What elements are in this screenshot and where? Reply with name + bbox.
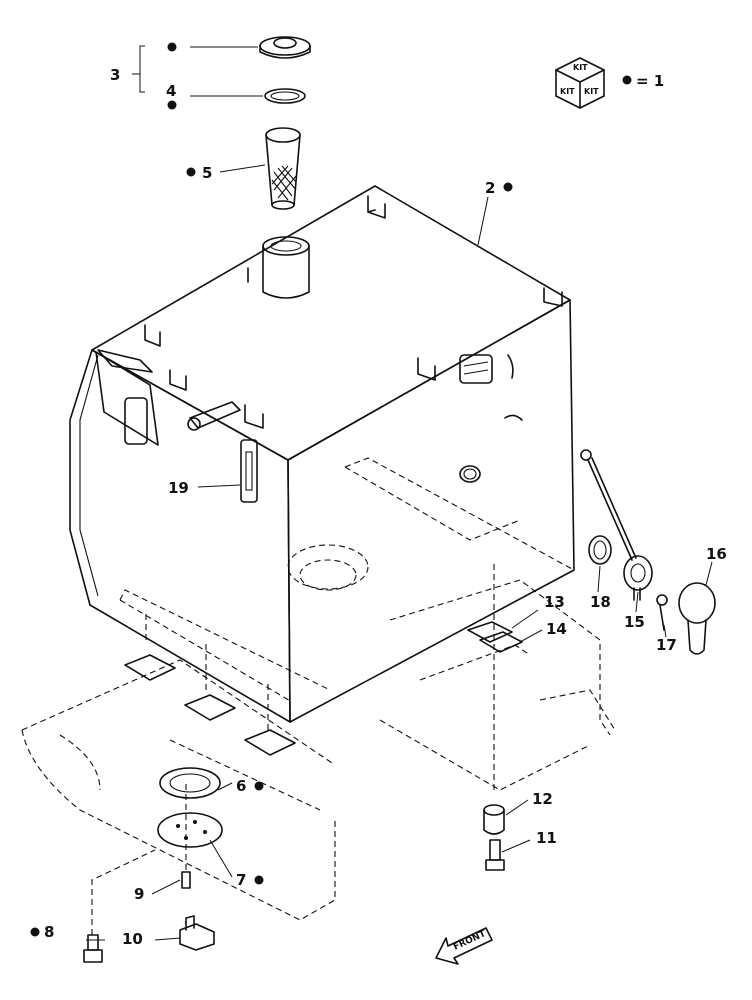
part-oring: [264, 88, 306, 104]
callout-12: 12: [532, 790, 553, 808]
base-frame: [21, 560, 616, 935]
kit-bullets: [30, 42, 513, 937]
part-gasket-18: [588, 535, 612, 565]
callout-6: 6: [236, 777, 246, 795]
part-plug: [181, 871, 191, 889]
leader-lines: [86, 45, 713, 941]
part-cover-16: [678, 582, 716, 655]
kit-left-text: KIT: [560, 87, 575, 96]
bullet-icon: [254, 781, 264, 791]
shims: [124, 621, 523, 756]
bullet-icon: [167, 100, 177, 110]
callout-3: 3: [110, 66, 120, 84]
kit-top-text: KIT: [573, 63, 588, 72]
callout-9: 9: [134, 885, 144, 903]
bullet-icon: [254, 875, 264, 885]
part-cover-plate: [157, 812, 223, 848]
callout-17: 17: [656, 636, 677, 654]
part-level-rod: [580, 449, 637, 561]
callout-10: 10: [122, 930, 143, 948]
part-bolt-11: [485, 839, 505, 871]
callout-11: 11: [536, 829, 557, 847]
bullet-icon: [503, 182, 513, 192]
callout-15: 15: [624, 613, 645, 631]
part-screw-17: [656, 594, 668, 631]
bullet-icon: [186, 167, 196, 177]
part-drain-cock: [179, 915, 215, 951]
callout-2: 2: [485, 179, 495, 197]
kit-bullet-icon: [622, 75, 632, 85]
callout-14: 14: [546, 620, 567, 638]
kit-equals-text: = 1: [636, 72, 664, 90]
callout-4: 4: [166, 82, 176, 100]
callout-13: 13: [544, 593, 565, 611]
kit-legend: KIT KIT KIT = 1: [555, 57, 664, 109]
kit-cube-icon: KIT KIT KIT: [555, 57, 605, 109]
kit-right-text: KIT: [584, 87, 599, 96]
bullet-icon: [30, 927, 40, 937]
part-bolt-8: [83, 934, 103, 963]
bullet-icon: [167, 42, 177, 52]
callout-19: 19: [168, 479, 189, 497]
part-gasket: [159, 767, 221, 799]
callout-18: 18: [590, 593, 611, 611]
part-sender-unit: [623, 555, 653, 601]
callout-7: 7: [236, 871, 246, 889]
callout-8: 8: [44, 923, 54, 941]
hydraulic-tank: [69, 185, 575, 723]
callouts: 2 3 4 5 6 7 8 9 10 11 12 13 14 15 16 17 …: [44, 66, 727, 948]
callout-5: 5: [202, 164, 212, 182]
part-strainer: [265, 127, 301, 210]
part-cap: [259, 36, 311, 59]
part-spacer: [483, 804, 505, 835]
front-arrow: FRONT: [435, 927, 493, 965]
callout-16: 16: [706, 545, 727, 563]
